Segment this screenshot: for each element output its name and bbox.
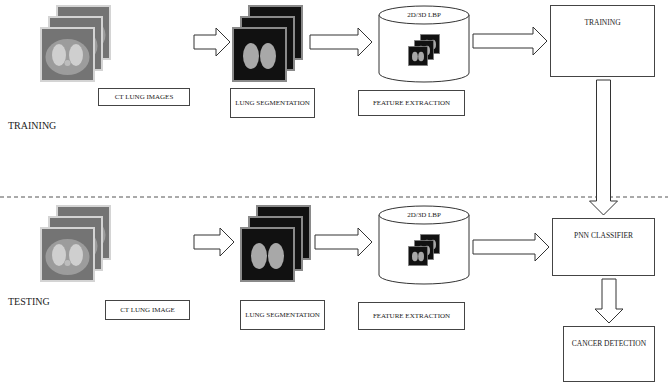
database-cylinder: 2D/3D LBP bbox=[378, 5, 470, 83]
node-text: FEATURE EXTRACTION bbox=[373, 99, 450, 107]
database-cylinder: 2D/3D LBP bbox=[378, 205, 470, 285]
block-arrow bbox=[315, 228, 372, 256]
ct-image-stack bbox=[41, 206, 110, 281]
block-arrow bbox=[473, 233, 549, 261]
node-text: 2D/3D LBP bbox=[407, 11, 441, 19]
node-text: CANCER DETECTION bbox=[572, 339, 646, 348]
node-text: 2D/3D LBP bbox=[407, 211, 441, 219]
block-arrow bbox=[473, 27, 547, 55]
node-text: LUNG SEGMENTATION bbox=[245, 311, 320, 319]
separator-line bbox=[0, 197, 668, 198]
caption-box: LUNG SEGMENTATION bbox=[240, 300, 325, 330]
block-arrow bbox=[194, 228, 234, 256]
block-arrow bbox=[310, 28, 372, 56]
node-text: LUNG SEGMENTATION bbox=[235, 99, 310, 107]
node-text: CT LUNG IMAGE bbox=[120, 306, 175, 314]
classifier-box: PNN CLASSIFIER bbox=[552, 218, 655, 276]
block-arrow bbox=[194, 28, 230, 56]
segmented-image-stack bbox=[241, 206, 310, 281]
result-box: CANCER DETECTION bbox=[563, 326, 655, 382]
caption-box: CT LUNG IMAGES bbox=[98, 88, 190, 106]
caption-box: LUNG SEGMENTATION bbox=[230, 88, 315, 118]
process-box: TRAINING bbox=[550, 5, 655, 77]
block-arrow bbox=[595, 279, 623, 323]
node-text: TRAINING bbox=[584, 18, 620, 27]
node-text: FEATURE EXTRACTION bbox=[373, 312, 450, 320]
node-text: PNN CLASSIFIER bbox=[574, 231, 633, 240]
row-label: TESTING bbox=[8, 296, 50, 307]
caption-box: FEATURE EXTRACTION bbox=[358, 90, 465, 116]
segmented-image-stack bbox=[233, 6, 302, 81]
ct-image-stack bbox=[41, 6, 110, 81]
block-arrow bbox=[590, 80, 618, 215]
caption-box: FEATURE EXTRACTION bbox=[358, 302, 465, 330]
row-label: TRAINING bbox=[8, 120, 56, 131]
node-text: CT LUNG IMAGES bbox=[115, 93, 174, 101]
caption-box: CT LUNG IMAGE bbox=[105, 300, 190, 320]
